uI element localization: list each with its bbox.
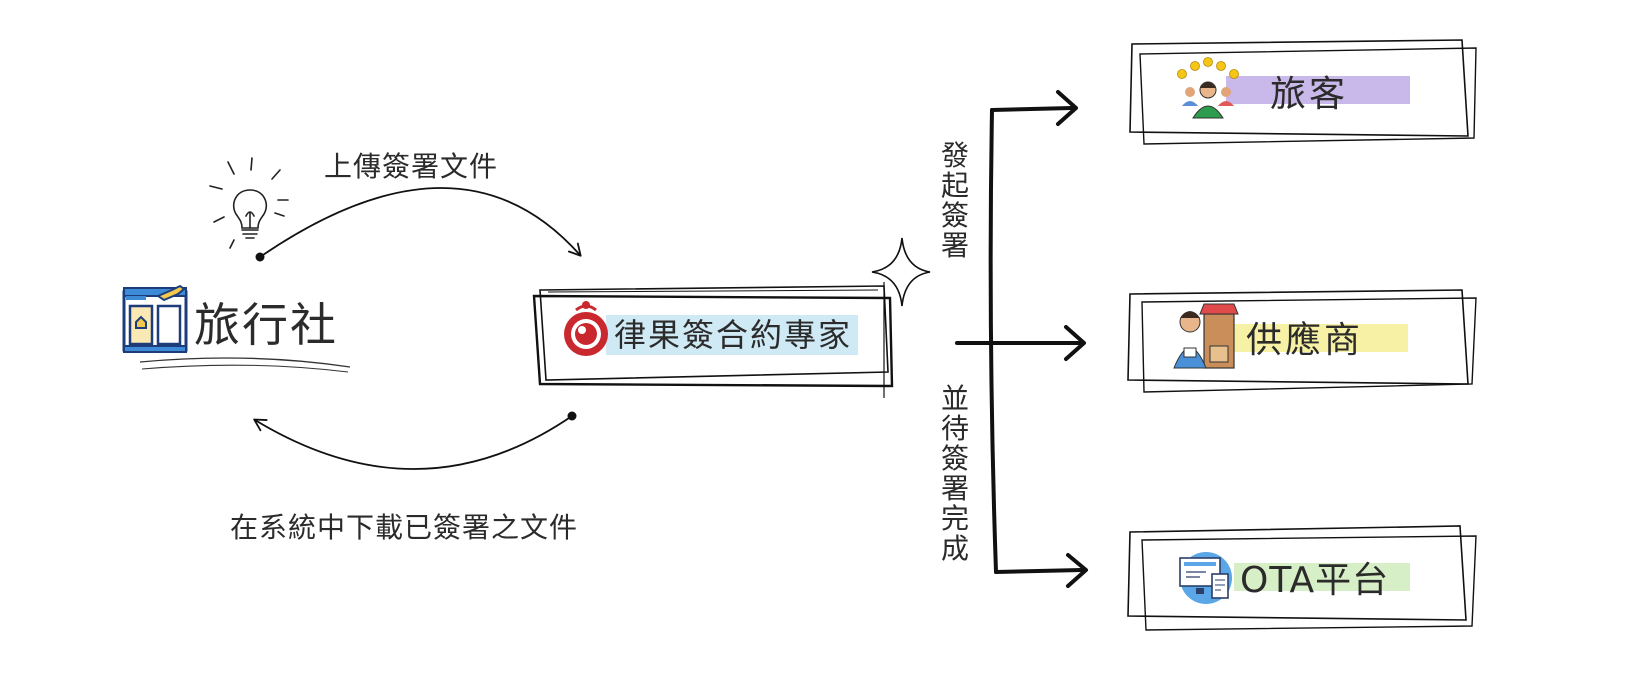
upload-arrow bbox=[259, 187, 582, 258]
ota-highlight bbox=[1234, 563, 1410, 591]
branch-ota bbox=[994, 568, 1084, 574]
ota-platform-icon bbox=[1179, 552, 1232, 604]
traveler-highlight bbox=[1226, 76, 1410, 104]
platform-logo-icon bbox=[564, 301, 608, 356]
supplier-icon bbox=[1173, 303, 1239, 369]
target-ota: OTA平台 bbox=[1127, 525, 1477, 631]
target-traveler: 旅客 bbox=[1129, 39, 1477, 145]
travel-agency-icon bbox=[122, 284, 188, 353]
await-completion-label: 並待簽署完成 bbox=[941, 382, 969, 565]
supplier-label: 供應商 bbox=[1246, 320, 1363, 361]
travel-agency-underline bbox=[139, 357, 351, 368]
traveler-label: 旅客 bbox=[1270, 74, 1348, 115]
upload-label: 上傳簽署文件 bbox=[324, 150, 498, 183]
download-arrow bbox=[253, 415, 573, 470]
download-label: 在系統中下載已簽署之文件 bbox=[230, 511, 578, 544]
platform-highlight bbox=[606, 315, 858, 355]
travel-agency-label: 旅行社 bbox=[194, 298, 338, 352]
traveler-rating-icon bbox=[1177, 57, 1239, 119]
platform-node: 律果簽合約專家 bbox=[532, 237, 931, 398]
initiate-signing-label: 發起簽署 bbox=[941, 139, 969, 262]
branch-traveler bbox=[990, 106, 1074, 112]
supplier-highlight bbox=[1232, 324, 1408, 352]
lightbulb-icon bbox=[209, 157, 289, 249]
travel-agency-node: 旅行社 bbox=[122, 284, 351, 373]
trunk-line bbox=[988, 108, 998, 574]
target-supplier: 供應商 bbox=[1127, 289, 1477, 393]
platform-label: 律果簽合約專家 bbox=[614, 316, 852, 354]
ota-label: OTA平台 bbox=[1240, 560, 1389, 601]
sparkle-icon bbox=[871, 237, 931, 307]
